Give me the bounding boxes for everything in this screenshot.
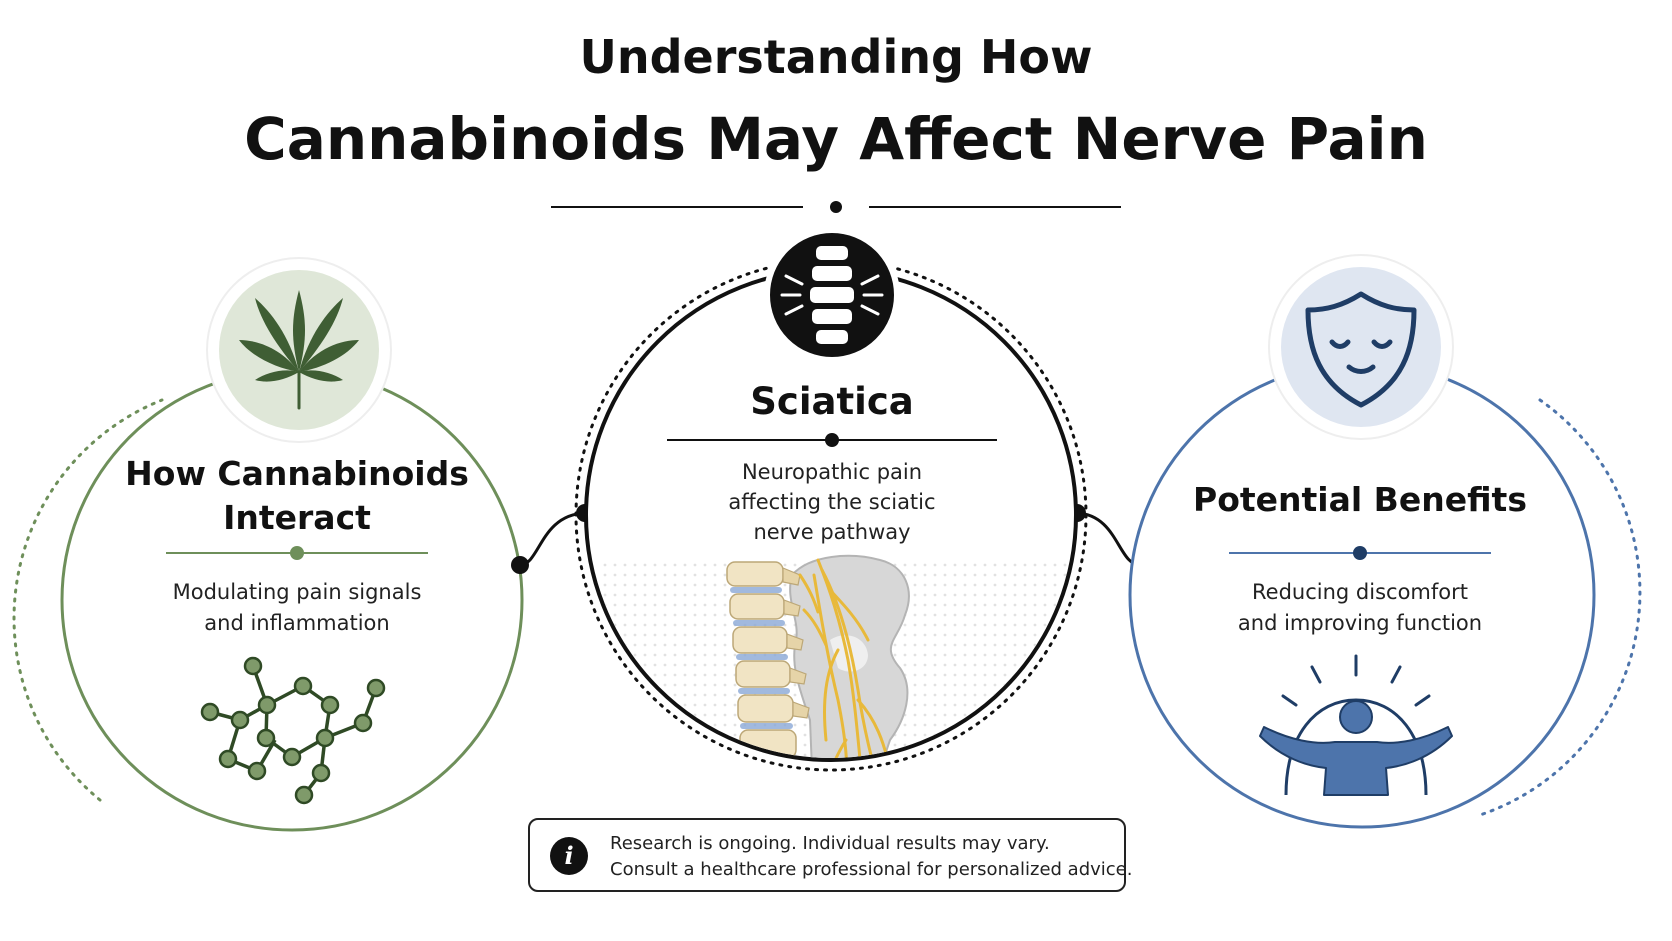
page-title: Cannabinoids May Affect Nerve Pain [244, 105, 1428, 173]
center-description-line-1: Neuropathic pain [741, 460, 923, 484]
sciatic-nerve-illustration [600, 554, 1074, 758]
center-description-line-3: nerve pathway [753, 520, 911, 544]
calm-shield-icon [1305, 291, 1417, 408]
disclaimer-note: i Research is ongoing. Individual result… [528, 818, 1132, 892]
center-divider [667, 433, 997, 447]
relieved-person-icon [1259, 654, 1453, 796]
center-heading: Sciatica [750, 380, 914, 423]
center-description-line-2: affecting the sciatic [728, 490, 936, 514]
disclaimer-line-2: Consult a healthcare professional for pe… [610, 859, 1133, 880]
right-divider [1229, 546, 1491, 560]
left-description: Modulating pain signals and inflammation [142, 577, 452, 639]
info-icon: i [550, 837, 588, 875]
left-divider [166, 546, 428, 560]
right-description: Reducing discomfort and improving functi… [1205, 577, 1515, 639]
center-description: Neuropathic pain affecting the sciatic n… [667, 457, 997, 547]
title-line-1: Understanding How [579, 30, 1093, 84]
molecule-icon [200, 656, 386, 805]
right-icon-badge [1268, 254, 1454, 440]
left-heading-line-1: How Cannabinoids [125, 454, 469, 493]
right-description-line-2: and improving function [1237, 611, 1483, 635]
left-heading: How Cannabinoids Interact [112, 452, 482, 540]
right-heading: Potential Benefits [1193, 480, 1527, 519]
spine-pain-icon [764, 227, 900, 363]
left-heading-line-2: Interact [223, 498, 371, 537]
left-description-line-1: Modulating pain signals [172, 580, 422, 604]
left-description-line-2: and inflammation [204, 611, 390, 635]
disclaimer-text: Research is ongoing. Individual results … [610, 831, 1132, 883]
left-panel-circle [12, 368, 524, 832]
title-divider [551, 201, 1121, 213]
disclaimer-line-1: Research is ongoing. Individual results … [610, 833, 1050, 854]
left-connector [511, 504, 594, 574]
cannabis-leaf-icon [239, 290, 359, 410]
right-description-line-1: Reducing discomfort [1252, 580, 1468, 604]
